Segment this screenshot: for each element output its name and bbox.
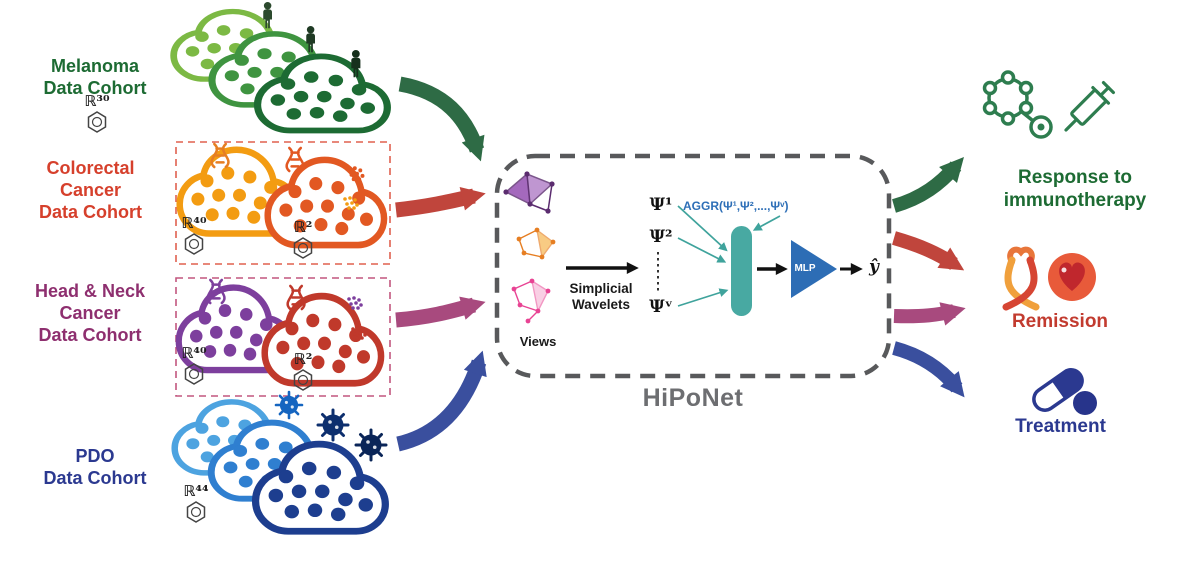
cohort-label-line: Data Cohort [38,324,142,345]
organoid-icon [274,390,304,420]
wavelets-line: Simplicial [569,281,633,296]
dimension-text: ℝ⁴⁴ [183,482,209,500]
remission-output-arrow-magenta [893,302,966,326]
cohort-label-line: Cancer [59,179,122,200]
pill-icon [1032,368,1097,415]
melanoma-dimension: ℝ³⁰ [62,92,132,133]
cohort-label-line: Melanoma [50,56,140,76]
organoid-icon [354,428,388,462]
awareness-ribbon-icon [1002,246,1040,311]
pdo-dimension: ℝ⁴⁴ [168,482,224,523]
colorectal-cohort-label: Colorectal Cancer Data Cohort [8,158,173,224]
hiponet-title: HiPoNet [642,384,744,412]
aggregation-arrows [677,205,781,307]
psi-2-label: Ψ² [649,227,673,247]
cohort-label-line: Colorectal [46,158,135,178]
yhat-label: ŷ [869,257,879,277]
simplicial-view-purple [503,171,555,214]
molecule-hexagon-icon [87,111,107,133]
molecule-hexagon-icon [293,237,313,259]
colorectal-dimension-1: ℝ⁴⁰ [166,214,222,255]
headneck-dimension-1: ℝ⁴⁰ [166,344,222,385]
colorectal-dimension-2: ℝ² [275,218,331,259]
psi-v-label: Ψᵛ [649,297,673,317]
organoid-icon [316,408,350,442]
views-label: Views [519,334,557,349]
headneck-input-arrow [395,296,486,328]
cohort-label-line: Head & Neck [34,281,146,301]
cohort-label-line: Cancer [59,302,121,323]
response-immunotherapy-label: Response to immunotherapy [955,166,1195,212]
melanoma-input-arrow [398,76,485,162]
aggregator-capsule [731,226,752,316]
dimension-text: ℝ² [293,218,313,236]
immune-cell-icon [982,70,1053,139]
cohort-label-line: PDO [75,446,115,466]
dimension-text: ℝ² [293,350,313,368]
molecule-hexagon-icon [293,369,313,391]
molecule-hexagon-icon [184,233,204,255]
simplicial-wavelets-label: Simplicial Wavelets [557,281,645,314]
simplicial-view-orange [516,227,556,260]
hiponet-box [494,153,892,379]
dimension-text: ℝ⁴⁰ [181,344,207,362]
headneck-dimension-2: ℝ² [275,350,331,391]
immunotherapy-output-arrow [891,157,964,213]
cohort-label-line: Data Cohort [43,77,147,98]
output-label-line: immunotherapy [1003,190,1147,212]
psi-1-label: Ψ¹ [649,195,673,215]
pdo-cohort-label: PDO Data Cohort [15,446,175,490]
colorectal-input-arrow [395,186,486,218]
cohort-label-line: Data Cohort [39,201,142,222]
mlp-block [791,240,837,298]
molecule-hexagon-icon [186,501,206,523]
headneck-cohort-label: Head & Neck Cancer Data Cohort [5,281,175,347]
wavelets-line: Wavelets [571,297,631,313]
molecule-hexagon-icon [184,363,204,385]
melanoma-clouds [174,2,388,131]
dimension-text: ℝ³⁰ [84,92,110,110]
treatment-output-arrow [892,341,965,398]
heart-icon [1048,253,1096,301]
mlp-label: MLP [794,263,816,274]
syringe-icon [1064,81,1115,132]
dimension-text: ℝ⁴⁰ [181,214,207,232]
output-label-line: Response to [1017,167,1133,188]
remission-label: Remission [1011,311,1109,332]
simplicial-view-pink [511,278,551,324]
melanoma-cohort-label: Melanoma Data Cohort [10,56,180,100]
aggr-label: AGGR(Ψ¹,Ψ²,...,Ψᵛ) [683,199,789,213]
cohort-label-line: Data Cohort [43,467,147,488]
treatment-label: Treatment [1015,416,1106,437]
remission-output-arrow-red [892,231,965,271]
pdo-input-arrow [396,350,487,452]
